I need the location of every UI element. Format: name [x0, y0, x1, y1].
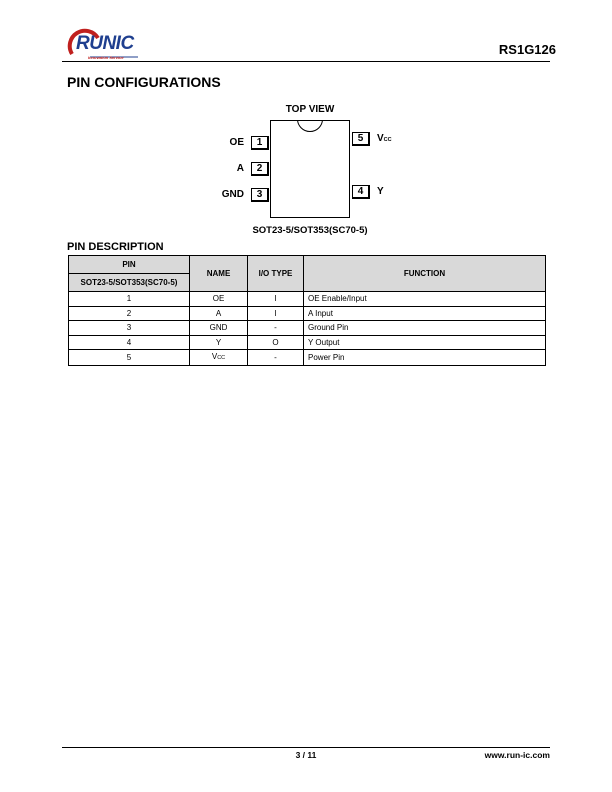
cell-io: I: [247, 305, 304, 321]
document-id: RS1G126: [498, 42, 556, 57]
cell-name: Y: [189, 334, 248, 350]
cell-function: A Input: [303, 305, 546, 321]
cell-function: Power Pin: [303, 349, 546, 366]
header-function: FUNCTION: [303, 255, 546, 292]
ic-package-body: [270, 120, 350, 218]
pin-number-5: 5: [352, 132, 370, 146]
header-name: NAME: [189, 255, 248, 292]
header-pin: PIN: [68, 255, 190, 274]
pin-number-3: 3: [251, 188, 269, 202]
logo-tagline: Innovation Service: [88, 55, 124, 60]
cell-function: OE Enable/Input: [303, 291, 546, 307]
cell-pin: 4: [68, 334, 190, 350]
cell-pin: 1: [68, 291, 190, 307]
header-io-type: I/O TYPE: [247, 255, 304, 292]
package-notch: [297, 121, 323, 132]
page-number: 3 / 11: [295, 750, 317, 760]
company-logo: RUNIC Innovation Service: [66, 28, 140, 64]
cell-io: O: [247, 334, 304, 350]
cell-io: -: [247, 320, 304, 336]
pin-number-4: 4: [352, 185, 370, 199]
cell-name: GND: [189, 320, 248, 336]
pin-description-table: PIN NAME I/O TYPE FUNCTION SOT23-5/SOT35…: [68, 255, 546, 366]
pin-description-title: PIN DESCRIPTION: [67, 241, 164, 253]
cell-io: I: [247, 291, 304, 307]
pin-number-1: 1: [251, 136, 269, 150]
logo-text: RUNIC: [76, 33, 134, 54]
table-row: 4 Y O Y Output: [68, 334, 546, 350]
cell-pin: 5: [68, 349, 190, 366]
table-row: 3 GND - Ground Pin: [68, 320, 546, 336]
header-pin-package: SOT23-5/SOT353(SC70-5): [68, 273, 190, 292]
logo-arc-icon: [67, 28, 138, 58]
table-row: 1 OE I OE Enable/Input: [68, 291, 546, 307]
package-caption: SOT23-5/SOT353(SC70-5): [252, 225, 368, 236]
cell-function: Y Output: [303, 334, 546, 350]
cell-io: -: [247, 349, 304, 366]
cell-function: Ground Pin: [303, 320, 546, 336]
header-divider: [62, 61, 550, 62]
pin-label-a: A: [236, 163, 244, 174]
pin-label-vcc: VCC: [377, 133, 392, 144]
cell-name: OE: [189, 291, 248, 307]
pin-label-gnd: GND: [221, 189, 244, 200]
pin-label-y: Y: [377, 186, 384, 197]
table-row: 5 VCC - Power Pin: [68, 349, 546, 366]
cell-name: A: [189, 305, 248, 321]
cell-name: VCC: [189, 349, 248, 366]
table-row: 2 A I A Input: [68, 305, 546, 321]
pin-number-2: 2: [251, 162, 269, 176]
cell-pin: 3: [68, 320, 190, 336]
website-link[interactable]: www.run-ic.com: [484, 750, 550, 760]
pin-label-oe: OE: [229, 137, 244, 148]
footer-divider: [62, 747, 550, 748]
top-view-label: TOP VIEW: [285, 104, 335, 115]
section-title: PIN CONFIGURATIONS: [67, 74, 221, 90]
cell-pin: 2: [68, 305, 190, 321]
